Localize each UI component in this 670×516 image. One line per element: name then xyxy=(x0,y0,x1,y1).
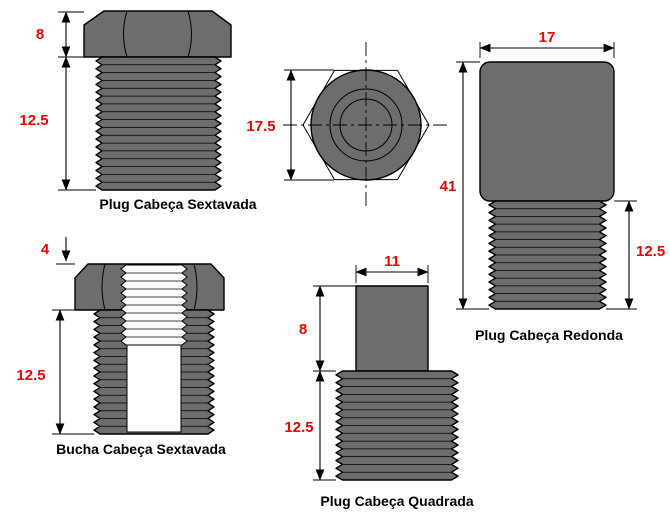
figure-square-plug: 11 8 12.5 Plug Cabeça Quadrada xyxy=(284,253,473,509)
bushing-bore xyxy=(126,344,182,433)
top-view-across-flats-value: 17.5 xyxy=(246,118,275,135)
square-plug-label: Plug Cabeça Quadrada xyxy=(320,493,473,509)
square-plug-head-height-value: 8 xyxy=(299,321,307,338)
hex-plug-head-facet-lines xyxy=(123,10,192,58)
figure-round-plug: 17 41 12.5 Plug Cabeça Redonda xyxy=(440,29,666,343)
square-plug-head xyxy=(355,285,429,372)
hex-plug-thread-length-value: 12.5 xyxy=(19,112,48,129)
figure-hex-bushing: 4 12.5 Bucha Cabeça Sextavada xyxy=(16,237,226,457)
hex-plug-head-height-value: 8 xyxy=(36,26,44,43)
hex-plug-threads xyxy=(95,56,222,191)
round-plug-total-height-value: 41 xyxy=(440,178,457,195)
bushing-label: Bucha Cabeça Sextavada xyxy=(56,441,226,457)
square-plug-thread-lines xyxy=(342,378,452,473)
figure-hex-plug: 8 12.5 Plug Cabeça Sextavada xyxy=(19,10,257,212)
round-plug-width-value: 17 xyxy=(539,29,556,46)
top-view-centerlines xyxy=(283,42,449,208)
figure-hex-top-view: 17.5 xyxy=(246,42,449,208)
round-plug-thread-lines xyxy=(495,208,600,302)
bushing-internal-thread-lines xyxy=(126,272,182,338)
round-plug-head xyxy=(479,61,615,202)
square-plug-thread-length-value: 12.5 xyxy=(284,419,313,436)
hex-plug-label: Plug Cabeça Sextavada xyxy=(99,196,256,212)
hex-plug-head xyxy=(83,10,232,58)
bushing-head-height-value: 4 xyxy=(41,241,50,258)
hex-plug-thread-lines xyxy=(102,64,215,183)
bushing-thread-length-value: 12.5 xyxy=(16,367,45,384)
round-plug-label: Plug Cabeça Redonda xyxy=(475,327,623,343)
round-plug-thread-length-value: 12.5 xyxy=(636,243,665,260)
square-plug-width-value: 11 xyxy=(384,253,400,270)
bushing-head-facet-lines xyxy=(101,263,198,311)
